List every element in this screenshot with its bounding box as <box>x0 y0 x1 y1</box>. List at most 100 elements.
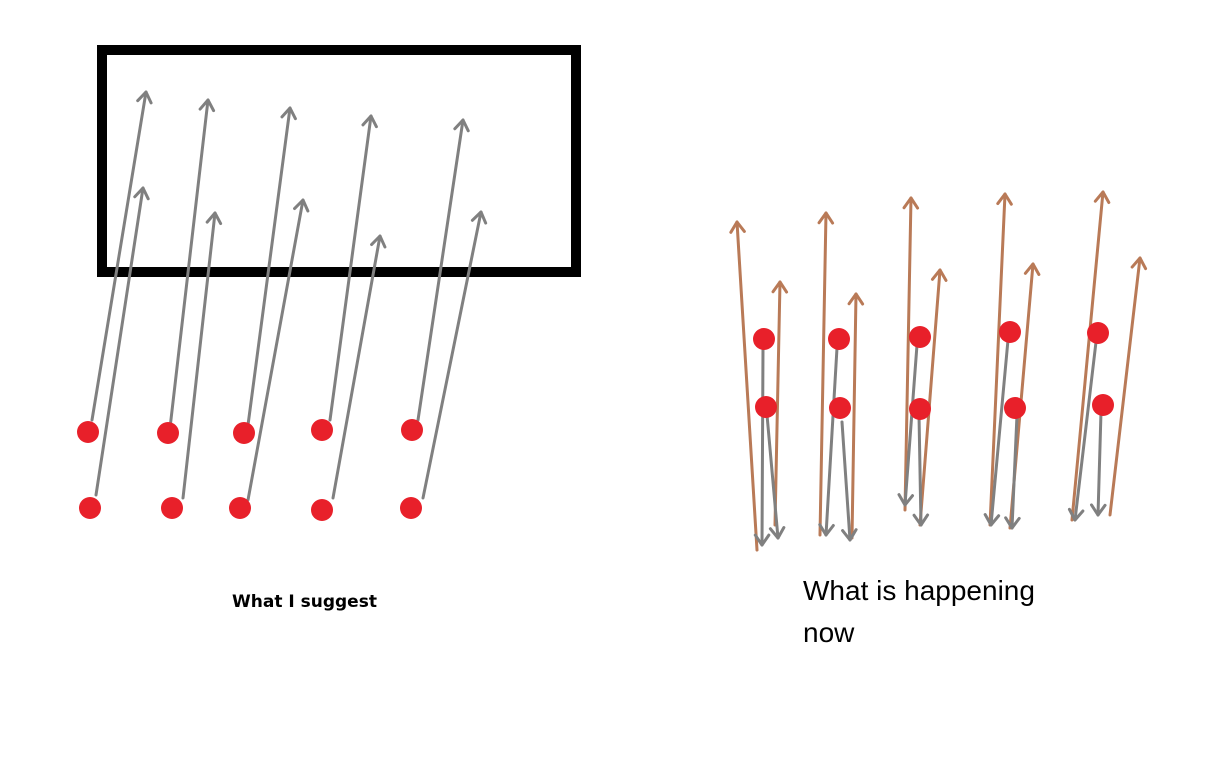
suggested-arrow <box>181 211 223 500</box>
suggested-arrow <box>246 106 297 427</box>
suggested-arrow-shaft <box>181 211 217 500</box>
suggested-arrow-head <box>205 211 223 226</box>
current-arrow-down-head <box>753 533 771 547</box>
current-arrow-up-shaft <box>918 268 942 527</box>
current-arrow-up-shaft <box>1070 190 1105 522</box>
current-arrow-up <box>847 292 865 540</box>
suggested-arrow-head <box>370 234 387 249</box>
current-arrow-up-shaft <box>850 292 858 540</box>
current-arrow-up <box>1070 190 1111 522</box>
current-arrow-up-shaft <box>1108 256 1142 517</box>
current-arrow-up-shaft <box>735 220 759 552</box>
red-dot <box>401 419 423 441</box>
current-arrows <box>729 190 1148 552</box>
current-arrow-up-head <box>729 220 746 234</box>
suggested-arrows <box>90 90 488 502</box>
current-arrow-down <box>1067 340 1098 522</box>
current-arrow-up-head <box>817 211 835 225</box>
current-arrow-down-shaft <box>903 343 919 507</box>
current-arrow-down <box>753 346 771 547</box>
suggested-arrow-shaft <box>246 198 305 502</box>
red-dot <box>311 499 333 521</box>
current-arrow-up <box>729 220 759 552</box>
suggested-arrow-head <box>280 106 297 121</box>
suggested-arrow <box>90 90 153 422</box>
red-dot <box>1087 322 1109 344</box>
current-arrow-up-head <box>1023 262 1041 276</box>
current-arrow-down-head <box>1090 503 1107 517</box>
current-arrow-down <box>1004 413 1021 530</box>
red-dot <box>755 396 777 418</box>
current-arrow-up <box>771 280 789 527</box>
red-dot <box>229 497 251 519</box>
current-arrow-up-head <box>771 280 789 294</box>
current-arrow-up-head <box>902 196 920 210</box>
suggested-arrow-head <box>136 90 153 105</box>
suggested-arrow-shaft <box>94 186 145 497</box>
suggested-arrow-head <box>470 210 488 225</box>
suggested-arrow <box>331 234 387 500</box>
suggested-arrow-head <box>198 98 216 113</box>
target-rectangle <box>97 45 581 277</box>
current-arrow-down-head <box>1067 507 1085 522</box>
current-arrow-down-shaft <box>765 413 780 540</box>
current-arrow-down <box>912 413 930 527</box>
current-arrow-down <box>983 338 1010 527</box>
current-arrow-down-head <box>768 526 786 540</box>
current-arrow-down-shaft <box>989 338 1010 527</box>
current-arrow-down <box>1090 410 1107 517</box>
caption-what-i-suggest: What I suggest <box>232 592 377 612</box>
suggested-arrow-head <box>133 186 150 201</box>
current-arrow-down-head <box>912 513 930 527</box>
red-dot <box>909 398 931 420</box>
current-arrow-up <box>918 268 948 527</box>
current-arrow-down <box>818 346 839 537</box>
current-arrow-down-shaft <box>1073 340 1098 522</box>
current-arrow-up-head <box>847 292 865 306</box>
suggested-arrow-shaft <box>168 98 210 430</box>
red-dot <box>161 497 183 519</box>
suggested-arrow-shaft <box>331 234 382 500</box>
suggested-arrow-head <box>361 114 378 129</box>
red-dot <box>400 497 422 519</box>
red-dot <box>77 421 99 443</box>
current-arrow-up <box>988 192 1013 527</box>
red-dot <box>753 328 775 350</box>
current-arrow-up <box>1108 256 1148 517</box>
current-arrow-down-shaft <box>1096 410 1103 517</box>
suggested-arrow <box>168 98 216 430</box>
current-arrow-down <box>840 420 858 542</box>
suggested-arrow-shaft <box>246 106 292 427</box>
current-arrow-up <box>817 211 835 537</box>
current-arrow-down-head <box>897 493 914 507</box>
red-dot <box>79 497 101 519</box>
current-arrow-down-shaft <box>824 346 839 537</box>
suggested-arrow-shaft <box>416 118 465 422</box>
current-arrow-up-shaft <box>903 196 913 512</box>
current-arrow-up-shaft <box>988 192 1007 527</box>
suggested-arrow-head <box>293 198 310 213</box>
current-arrow-down-head <box>841 528 858 542</box>
current-arrow-up-head <box>930 268 948 282</box>
current-arrow-down-shaft <box>840 420 852 542</box>
current-arrow-down-head <box>1004 516 1021 530</box>
current-arrow-up <box>902 196 920 512</box>
current-arrow-down-shaft <box>917 413 923 527</box>
red-dot <box>828 328 850 350</box>
suggested-arrow <box>328 114 378 422</box>
current-arrow-down-head <box>818 523 835 537</box>
current-arrow-down-shaft <box>760 346 765 547</box>
current-arrow-up-head <box>1093 190 1111 204</box>
current-arrow-down <box>765 413 786 540</box>
current-arrow-down-shaft <box>1010 413 1019 530</box>
red-dot <box>311 419 333 441</box>
suggested-arrow <box>421 210 488 500</box>
current-arrow-down-head <box>983 513 1001 527</box>
current-arrow-up-shaft <box>818 211 828 537</box>
current-arrow-down <box>897 343 919 507</box>
current-arrow-up-head <box>996 192 1013 206</box>
red-dot <box>157 422 179 444</box>
red-dot <box>1092 394 1114 416</box>
dots <box>77 321 1114 521</box>
